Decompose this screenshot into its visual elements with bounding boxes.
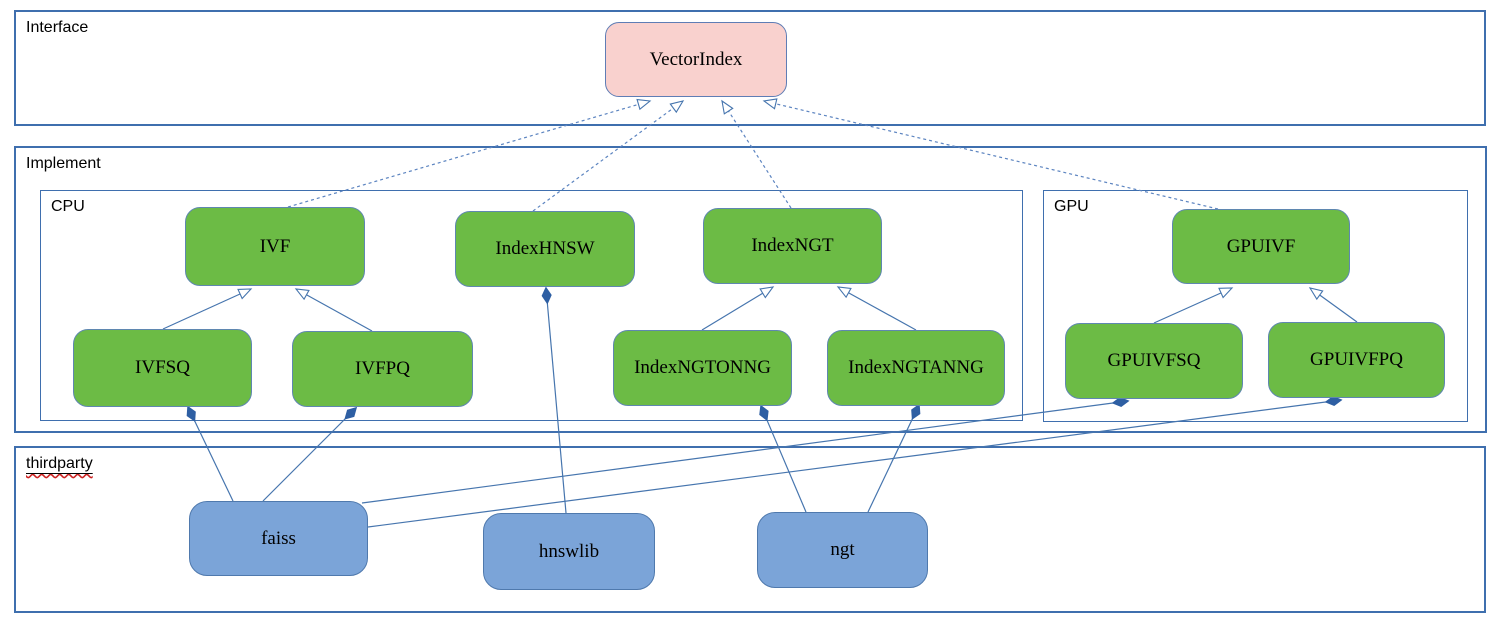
node-faiss-label: faiss bbox=[261, 527, 296, 549]
node-indexngtanng: IndexNGTANNG bbox=[827, 330, 1005, 406]
edge-gen-ivfsq-ivf bbox=[162, 288, 253, 330]
edge-gen-indexngtonng-indexngt bbox=[701, 286, 775, 331]
node-ivfpq-label: IVFPQ bbox=[355, 358, 410, 379]
node-gpuivf: GPUIVF bbox=[1172, 209, 1350, 284]
node-ivfpq: IVFPQ bbox=[292, 331, 473, 407]
edge-impl-ivf-vectorindex bbox=[287, 98, 652, 208]
container-cpu-label: CPU bbox=[51, 198, 85, 215]
node-ivfsq: IVFSQ bbox=[73, 329, 252, 407]
node-gpuivfsq-label: GPUIVFSQ bbox=[1107, 350, 1201, 371]
edge-comp-ivfpq-faiss bbox=[262, 406, 358, 502]
edge-gen-gpuivfpq-gpuivf bbox=[1308, 287, 1358, 323]
node-vectorindex-label: VectorIndex bbox=[649, 48, 743, 70]
node-indexhnsw: IndexHNSW bbox=[455, 211, 635, 287]
edge-comp-indexngtonng-ngt bbox=[759, 404, 807, 513]
edge-impl-gpuivf-vectorindex bbox=[762, 98, 1219, 210]
edge-comp-gpuivfpq-faiss bbox=[367, 395, 1343, 528]
container-gpu-label: GPU bbox=[1054, 198, 1089, 215]
edge-impl-indexngt-vectorindex bbox=[721, 99, 792, 209]
container-gpu: GPU bbox=[1043, 190, 1468, 422]
node-ngt: ngt bbox=[757, 512, 928, 588]
node-hnswlib-label: hnswlib bbox=[538, 540, 600, 562]
node-gpuivf-label: GPUIVF bbox=[1226, 235, 1296, 257]
container-cpu: CPU bbox=[40, 190, 1023, 421]
node-ngt-label: ngt bbox=[830, 539, 855, 560]
node-indexngt-label: IndexNGT bbox=[751, 235, 834, 256]
node-ivfsq-label: IVFSQ bbox=[135, 357, 190, 378]
node-indexngtonng: IndexNGTONNG bbox=[613, 330, 792, 406]
edge-comp-ivfsq-faiss bbox=[186, 405, 234, 502]
container-implement-label: Implement bbox=[26, 155, 101, 172]
container-interface: Interface bbox=[14, 10, 1486, 126]
edge-gen-indexngtanng-indexngt bbox=[836, 286, 917, 331]
container-implement: Implement bbox=[14, 146, 1487, 433]
node-indexngt: IndexNGT bbox=[703, 208, 882, 284]
node-gpuivfpq-label: GPUIVFPQ bbox=[1310, 349, 1403, 370]
node-gpuivfsq: GPUIVFSQ bbox=[1065, 323, 1243, 399]
node-gpuivfpq: GPUIVFPQ bbox=[1268, 322, 1445, 398]
node-ivf: IVF bbox=[185, 207, 365, 286]
edge-comp-gpuivfsq-faiss bbox=[361, 396, 1130, 504]
node-ivf-label: IVF bbox=[259, 235, 291, 257]
edge-gen-gpuivfsq-gpuivf bbox=[1153, 287, 1234, 324]
edge-comp-indexhnsw-hnswlib bbox=[541, 286, 567, 514]
node-hnswlib: hnswlib bbox=[483, 513, 655, 590]
node-vectorindex: VectorIndex bbox=[605, 22, 787, 97]
node-indexngtonng-label: IndexNGTONNG bbox=[634, 357, 771, 378]
edge-impl-indexhnsw-vectorindex bbox=[532, 100, 685, 212]
node-indexhnsw-label: IndexHNSW bbox=[495, 238, 595, 259]
node-indexngtanng-label: IndexNGTANNG bbox=[848, 357, 984, 378]
container-thirdparty-label: thirdparty bbox=[26, 455, 93, 472]
container-thirdparty: thirdparty bbox=[14, 446, 1486, 613]
edge-gen-ivfpq-ivf bbox=[294, 288, 373, 332]
container-interface-label: Interface bbox=[26, 19, 89, 36]
node-faiss: faiss bbox=[189, 501, 368, 576]
